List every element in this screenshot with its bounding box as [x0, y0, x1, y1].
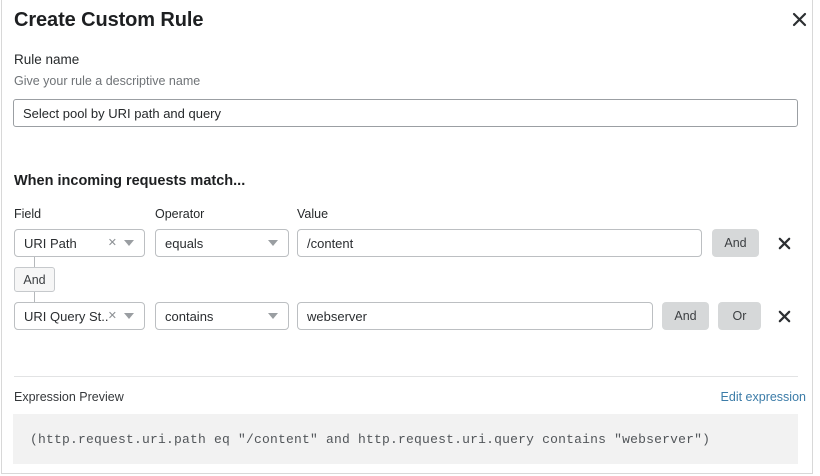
connector-line-bottom [34, 292, 35, 303]
section-divider [14, 376, 798, 377]
value-input-1[interactable] [297, 229, 702, 257]
logic-connector: And [14, 257, 56, 303]
and-button-2[interactable]: And [662, 302, 709, 330]
operator-select-2-value: contains [165, 308, 214, 324]
connector-and-chip[interactable]: And [14, 267, 55, 292]
column-header-operator: Operator [155, 207, 205, 221]
match-section-heading: When incoming requests match... [14, 173, 246, 189]
edit-expression-link[interactable]: Edit expression [720, 390, 806, 404]
page-title: Create Custom Rule [14, 9, 204, 31]
clear-icon[interactable]: ✕ [107, 309, 117, 322]
expression-preview-code: (http.request.uri.path eq "/content" and… [30, 431, 711, 447]
column-header-field: Field [14, 207, 42, 221]
chevron-down-icon [124, 240, 134, 246]
expression-preview-label: Expression Preview [14, 390, 124, 404]
rule-name-label: Rule name [14, 52, 80, 67]
field-select-2-value: URI Query St... [24, 308, 108, 324]
operator-select-1-value: equals [165, 235, 204, 251]
close-icon [778, 310, 791, 323]
close-icon [792, 12, 807, 27]
and-button-1[interactable]: And [712, 229, 759, 257]
rule-name-input[interactable] [13, 99, 798, 127]
chevron-down-icon [268, 240, 278, 246]
or-button-2[interactable]: Or [718, 302, 761, 330]
chevron-down-icon [268, 313, 278, 319]
chevron-down-icon [124, 313, 134, 319]
connector-line-top [34, 257, 35, 268]
field-select-1[interactable]: URI Path ✕ [14, 229, 145, 257]
value-input-2[interactable] [297, 302, 653, 330]
field-select-2[interactable]: URI Query St... ✕ [14, 302, 145, 330]
close-icon [778, 237, 791, 250]
operator-select-2[interactable]: contains [155, 302, 289, 330]
close-modal-button[interactable] [786, 6, 812, 32]
column-header-value: Value [297, 207, 329, 221]
operator-select-1[interactable]: equals [155, 229, 289, 257]
field-select-1-value: URI Path [24, 235, 77, 251]
rule-name-helper-text: Give your rule a descriptive name [14, 74, 201, 88]
expression-preview-box: (http.request.uri.path eq "/content" and… [13, 414, 798, 464]
remove-condition-button-1[interactable] [772, 229, 796, 257]
remove-condition-button-2[interactable] [772, 302, 796, 330]
clear-icon[interactable]: ✕ [107, 236, 117, 249]
